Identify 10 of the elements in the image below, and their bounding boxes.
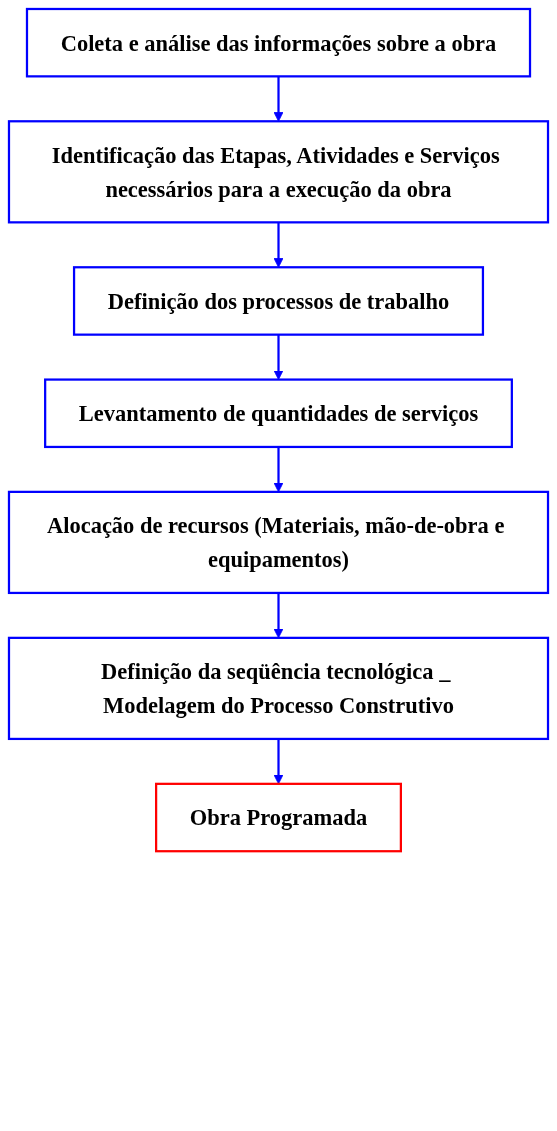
arrow	[273, 76, 284, 122]
node-box: Alocação de recursos (Materiais, mão-de-obra e equipamentos)	[7, 490, 550, 595]
node-box: Levantamento de quantidades de serviços	[44, 378, 513, 449]
arrow	[273, 222, 284, 268]
node-box: Definição da seqüência tecnológica _ Modelagem do Processo Construtivo	[7, 636, 550, 741]
node-box: Obra Programada	[155, 782, 402, 853]
node-box: Coleta e análise das informações sobre a obra	[25, 7, 532, 78]
node-box: Identificação das Etapas, Atividades e Serviços necessários para a execução da obra	[7, 120, 550, 224]
node-box: Definição dos processos de trabalho	[72, 266, 485, 336]
arrow	[273, 334, 284, 380]
